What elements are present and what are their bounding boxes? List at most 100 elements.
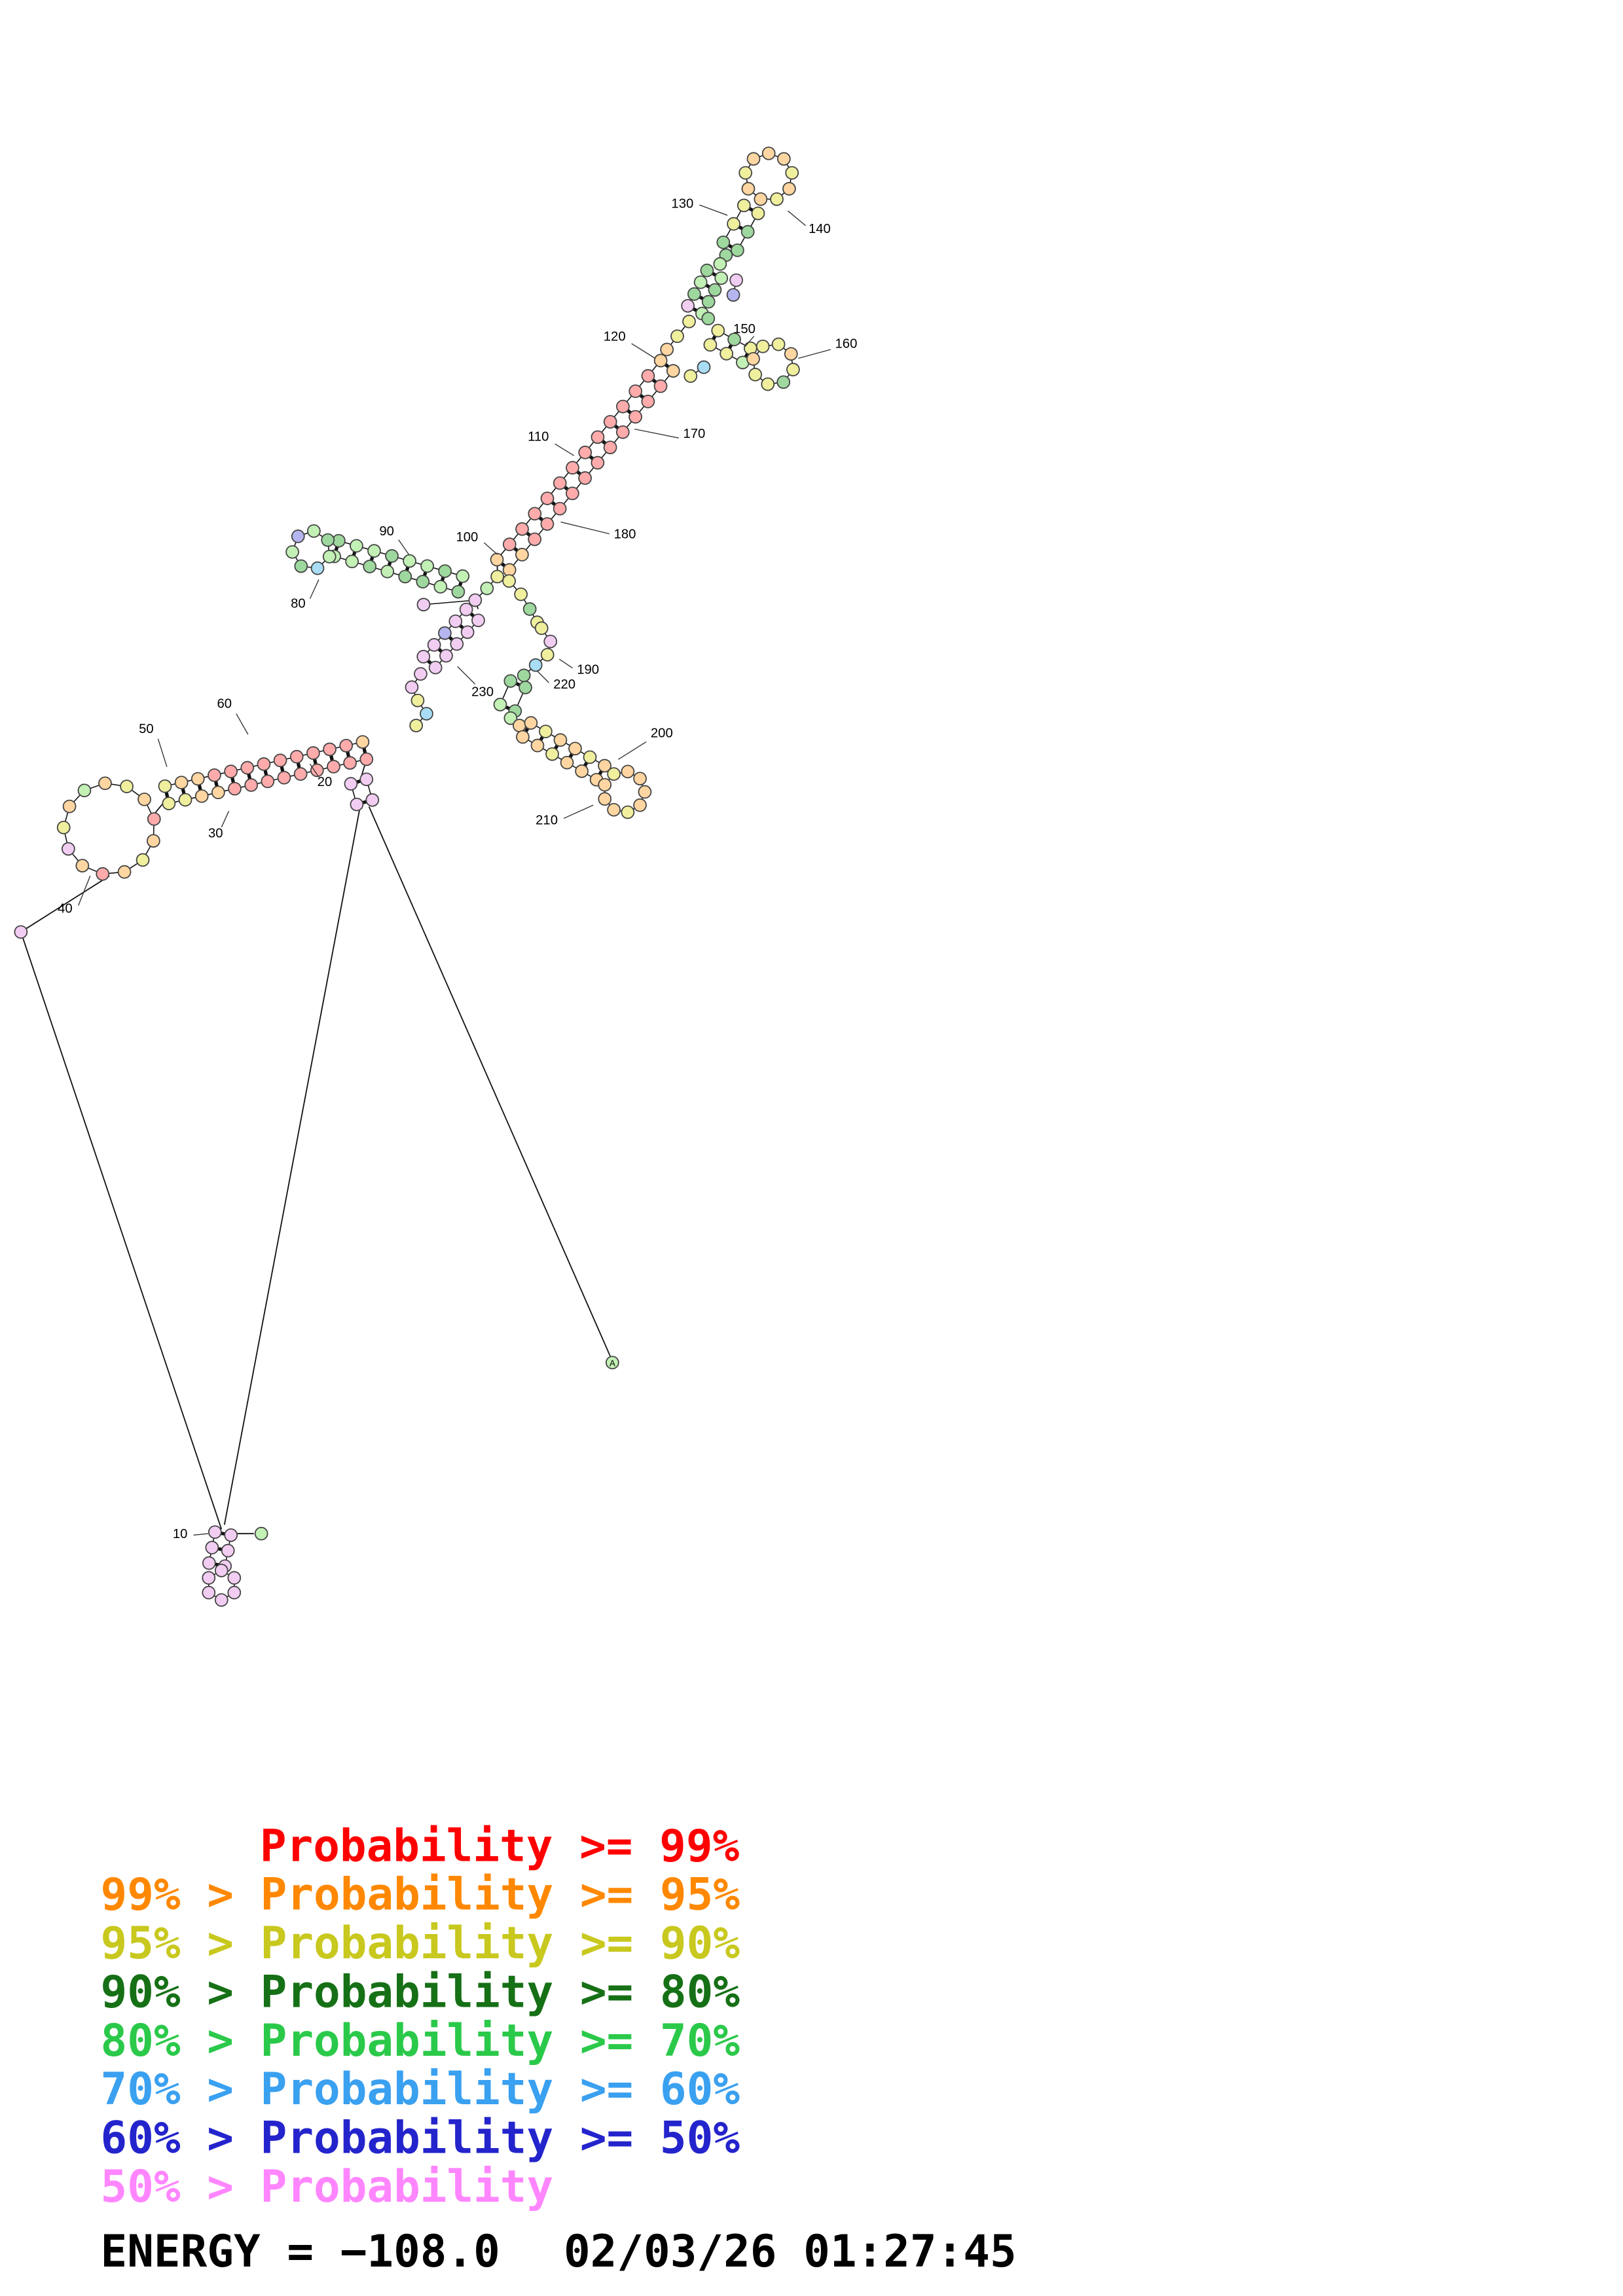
helix-stem <box>327 533 470 599</box>
helix-stem <box>490 353 680 577</box>
nucleotide <box>257 757 271 771</box>
nucleotide <box>202 1571 216 1585</box>
residue-number-label: 190 <box>558 658 599 677</box>
nucleotide <box>359 752 374 766</box>
nucleotide <box>598 778 612 792</box>
nucleotide <box>214 1593 228 1607</box>
nucleotide <box>273 753 287 768</box>
residue-number-label: 10 <box>173 1527 209 1541</box>
nucleotide <box>77 783 92 798</box>
nucleotide <box>14 925 28 939</box>
nucleotide <box>575 764 589 778</box>
legend-row-90: 95% > Probability >= 90% <box>101 1917 740 1969</box>
residue-number: 210 <box>536 813 558 827</box>
nucleotide <box>61 842 75 856</box>
nucleotide <box>228 781 242 796</box>
legend-row-low: 50% > Probability <box>101 2161 554 2212</box>
nucleotide <box>174 776 189 789</box>
nucleotide <box>697 360 711 374</box>
nucleotide <box>502 537 517 552</box>
nucleotide <box>433 580 448 594</box>
nucleotide <box>344 777 358 791</box>
single-strand-chain <box>502 574 544 630</box>
nucleotide <box>471 613 485 628</box>
nucleotide <box>727 217 740 231</box>
legend-row-70: 80% > Probability >= 70% <box>101 2015 740 2066</box>
nucleotide <box>356 735 370 749</box>
residue-number-label: 120 <box>604 329 656 359</box>
nucleotide <box>653 353 668 368</box>
nucleotide <box>621 805 635 819</box>
nucleotide <box>633 798 647 812</box>
nucleotide <box>513 719 526 732</box>
nucleotide <box>322 550 337 564</box>
nucleotide <box>202 1585 216 1600</box>
residue-number-label: 90 <box>379 524 409 555</box>
legend-row-95: 99% > Probability >= 95% <box>101 1869 740 1920</box>
nucleotide <box>540 647 555 662</box>
nucleotide <box>782 182 796 196</box>
nucleotide <box>427 637 441 652</box>
nucleotide <box>693 275 708 289</box>
nucleotide <box>428 660 443 675</box>
nucleotide <box>727 332 741 346</box>
residue-number: 110 <box>528 430 549 444</box>
nucleotide <box>660 342 674 357</box>
residue-number-label: 40 <box>58 876 91 916</box>
datetime-text: 02/03/26 01:27:45 <box>564 2225 1017 2277</box>
nucleotide <box>503 674 518 688</box>
nucleotide <box>451 584 465 599</box>
nucleotide <box>566 461 579 475</box>
nucleotide <box>502 574 516 588</box>
nucleotide <box>514 587 528 601</box>
nucleotide <box>578 471 592 485</box>
residue-number: 200 <box>651 726 673 741</box>
nucleotide <box>553 733 568 747</box>
nucleotide <box>737 198 751 213</box>
nucleotide <box>776 152 791 166</box>
residue-number-label: 20 <box>309 763 333 789</box>
nucleotide <box>147 812 161 826</box>
nucleotide <box>603 440 617 454</box>
helix-stem <box>344 772 380 812</box>
nucleotide <box>687 287 701 301</box>
nucleotide-letter-text: A <box>610 1359 615 1369</box>
residue-number: 140 <box>809 222 831 236</box>
nucleotide <box>438 626 452 640</box>
helix-stem <box>158 735 374 810</box>
nucleotide <box>137 792 151 806</box>
nucleotide <box>120 780 134 793</box>
single-strand-chain <box>660 314 696 357</box>
nucleotide <box>666 364 680 378</box>
nucleotide <box>194 789 209 803</box>
residue-number-label: 110 <box>528 430 575 456</box>
nucleotide <box>75 859 90 872</box>
nucleotide <box>746 152 761 166</box>
probability-legend: Probability >= 99% 99% > Probability >= … <box>101 1820 740 2212</box>
single-strand-chain <box>254 1526 268 1541</box>
nucleotide <box>285 545 299 559</box>
nucleotide <box>438 564 452 578</box>
helix-stem <box>703 323 757 370</box>
nucleotide <box>503 711 518 725</box>
residue-number-label: 170 <box>634 427 705 441</box>
nucleotide <box>416 575 430 589</box>
legend-row-80: 90% > Probability >= 80% <box>101 1965 740 2017</box>
hairpin-loop <box>598 764 652 819</box>
footer: ENERGY = −108.0 02/03/26 01:27:45 <box>101 2225 1017 2277</box>
legend-row-50: 60% > Probability >= 50% <box>101 2111 740 2163</box>
nucleotide <box>516 730 530 744</box>
residue-number: 20 <box>318 775 333 789</box>
single-strand-chain <box>701 312 716 326</box>
residue-number: 40 <box>58 902 73 916</box>
nucleotide <box>641 368 655 383</box>
residue-number-label: 140 <box>788 210 831 236</box>
nucleotide <box>293 767 308 781</box>
nucleotide <box>540 492 555 505</box>
nucleotide <box>227 1571 242 1585</box>
nucleotide <box>98 776 112 791</box>
nucleotide <box>310 763 324 778</box>
nucleotide <box>306 524 321 538</box>
hairpin-loop <box>746 337 800 391</box>
